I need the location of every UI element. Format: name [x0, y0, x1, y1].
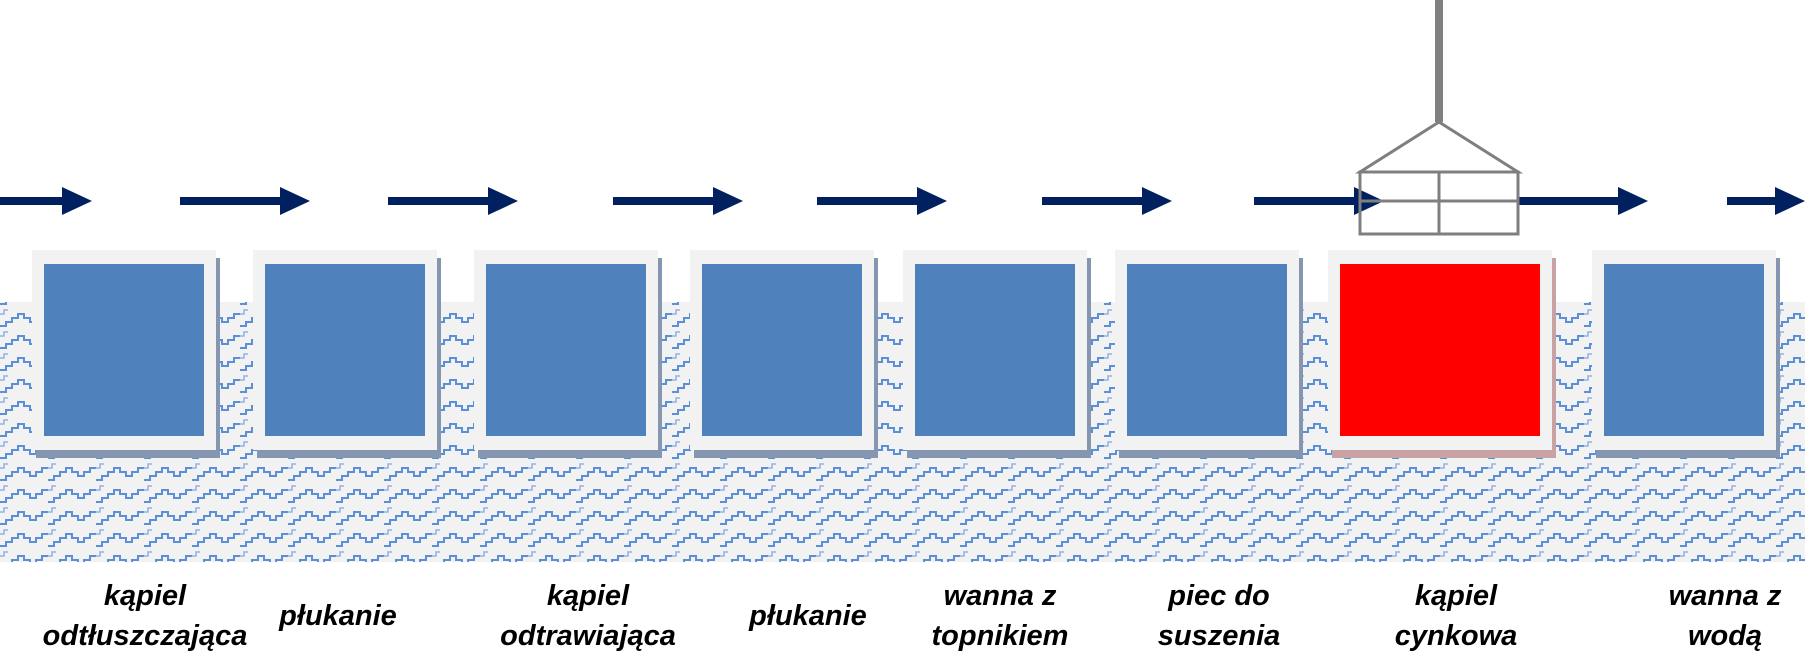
- tank-flux: [903, 250, 1091, 458]
- label-line: topnikiem: [931, 620, 1069, 652]
- arrow-right-icon: [1727, 187, 1805, 215]
- stage-label-rinsing-2: płukanie: [688, 596, 928, 636]
- tank-fill: [1340, 264, 1540, 436]
- tank-pickling: [474, 250, 662, 458]
- arrow-shaft: [613, 197, 715, 205]
- label-line: odtłuszczająca: [42, 620, 248, 652]
- tanks: [32, 250, 1780, 458]
- stage-label-pickling: kąpiel odtrawiająca: [468, 576, 708, 656]
- tank-rinsing-2: [690, 250, 878, 458]
- stage-label-flux: wanna z topnikiem: [880, 576, 1120, 656]
- hoist-crane-icon: [1354, 0, 1524, 236]
- arrow-head: [1142, 187, 1172, 215]
- arrow-shaft: [1042, 197, 1144, 205]
- tank-fill: [915, 264, 1075, 436]
- label-line: kąpiel: [1414, 580, 1498, 612]
- arrow-right-icon: [1518, 187, 1648, 215]
- arrow-head: [917, 187, 947, 215]
- arrow-head: [1618, 187, 1648, 215]
- arrow-head: [1775, 187, 1805, 215]
- label-line: płukanie: [279, 600, 397, 632]
- arrow-right-icon: [0, 187, 92, 215]
- arrow-right-icon: [388, 187, 518, 215]
- arrow-head: [280, 187, 310, 215]
- label-line: wanna z: [1668, 580, 1782, 612]
- arrow-head: [488, 187, 518, 215]
- tank-fill: [1604, 264, 1764, 436]
- label-line: piec do: [1168, 580, 1270, 612]
- tank-fill: [265, 264, 425, 436]
- arrow-head: [62, 187, 92, 215]
- stage-label-rinsing-1: płukanie: [218, 596, 458, 636]
- conveyor-arrows: [0, 187, 1805, 215]
- label-line: cynkowa: [1394, 620, 1518, 652]
- arrow-shaft: [0, 197, 64, 205]
- tank-fill: [44, 264, 204, 436]
- arrow-shaft: [180, 197, 282, 205]
- tank-fill: [1127, 264, 1287, 436]
- arrow-shaft: [388, 197, 490, 205]
- arrow-shaft: [1254, 197, 1356, 205]
- tank-zinc-bath: [1328, 250, 1556, 458]
- label-line: kąpiel: [546, 580, 630, 612]
- stage-label-drying: piec do suszenia: [1099, 576, 1339, 656]
- arrow-shaft: [1727, 197, 1777, 205]
- label-line: odtrawiająca: [500, 620, 676, 652]
- tank-degreasing: [32, 250, 220, 458]
- arrow-head: [713, 187, 743, 215]
- arrow-shaft: [817, 197, 919, 205]
- arrow-right-icon: [180, 187, 310, 215]
- label-line: wodą: [1687, 620, 1763, 652]
- stage-label-water: wanna z wodą: [1605, 576, 1805, 656]
- label-line: suszenia: [1157, 620, 1281, 652]
- tank-water: [1592, 250, 1780, 458]
- arrow-right-icon: [613, 187, 743, 215]
- stage-label-degreasing: kąpiel odtłuszczająca: [25, 576, 265, 656]
- tank-rinsing-1: [253, 250, 441, 458]
- tank-drying: [1115, 250, 1303, 458]
- label-line: wanna z: [943, 580, 1057, 612]
- stage-label-zinc-bath: kąpiel cynkowa: [1336, 576, 1576, 656]
- arrow-shaft: [1518, 197, 1620, 205]
- tank-fill: [702, 264, 862, 436]
- tank-fill: [486, 264, 646, 436]
- label-line: kąpiel: [103, 580, 187, 612]
- label-line: płukanie: [749, 600, 867, 632]
- arrow-right-icon: [817, 187, 947, 215]
- arrow-right-icon: [1042, 187, 1172, 215]
